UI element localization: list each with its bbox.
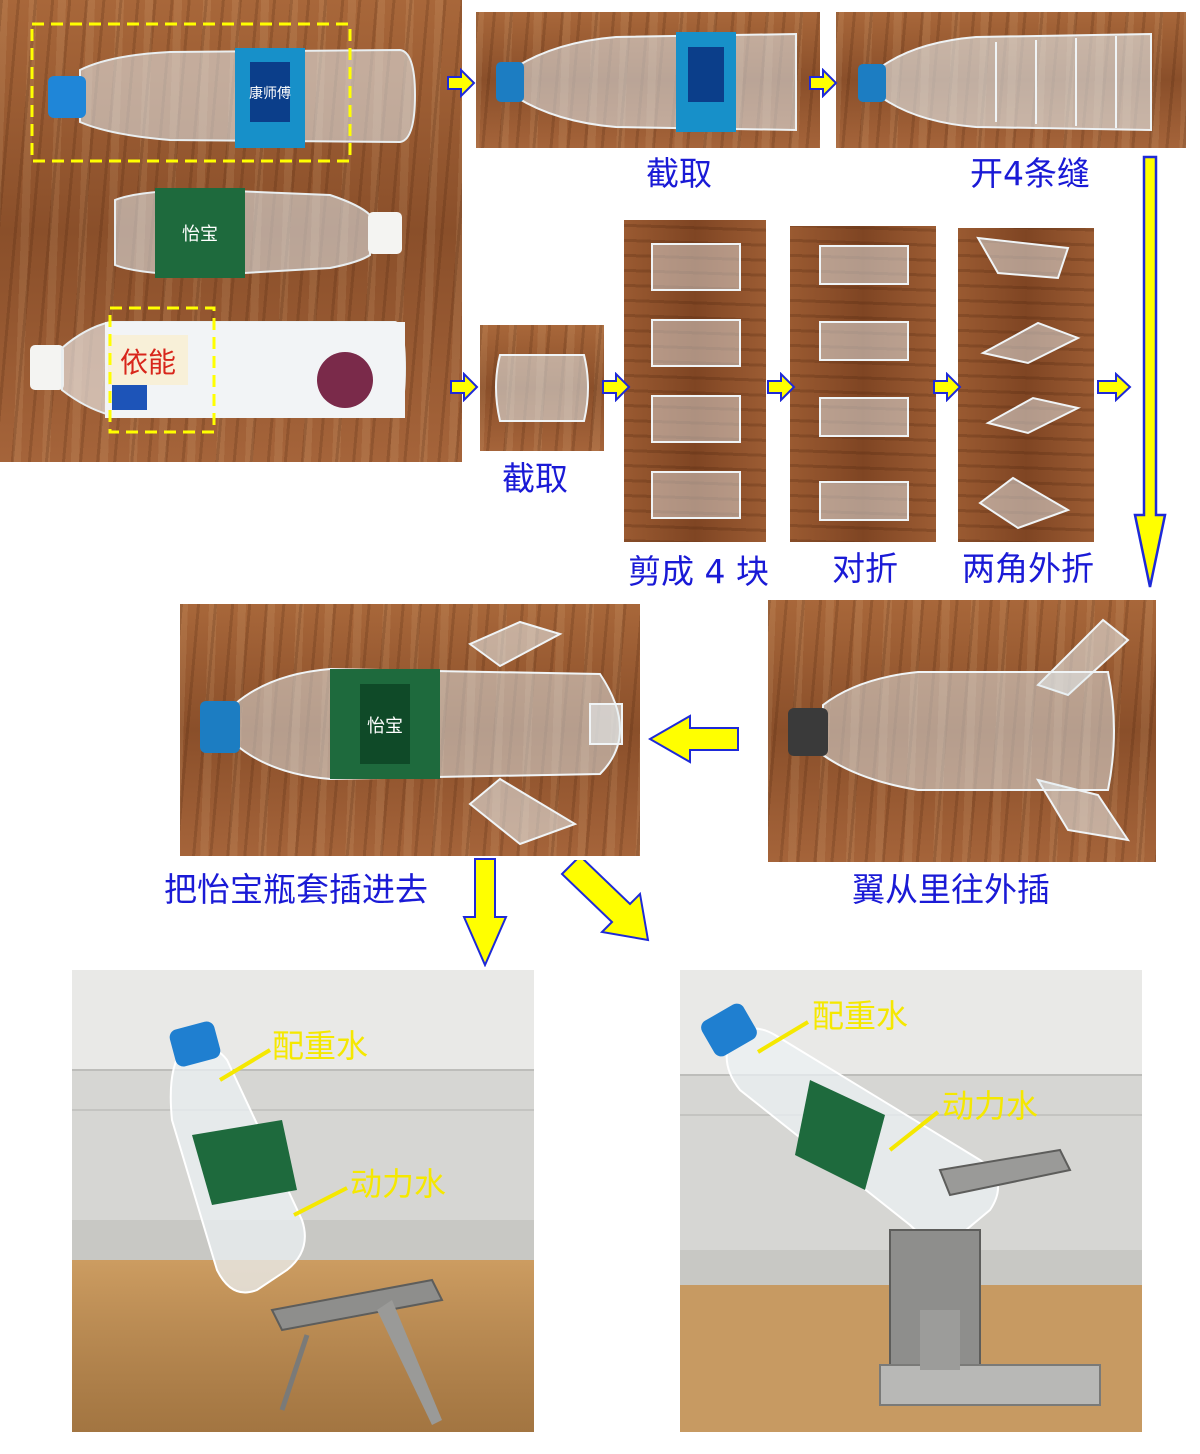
bottles-illustration: 康师傅 怡宝 依能 <box>30 22 417 434</box>
arrow-diagonal-icon <box>560 860 650 942</box>
photo-yibao-rocket: 怡宝 <box>180 604 640 856</box>
label-cut-ring: 截取 <box>502 459 568 498</box>
arrow-right-icon <box>809 68 838 98</box>
arrow-right-icon <box>450 372 479 402</box>
arrow-down-icon <box>462 858 508 967</box>
yineng-label: 依能 <box>120 346 176 379</box>
arrow-right-icon <box>1097 372 1132 402</box>
callout-left-power: 动力水 <box>350 1165 447 1203</box>
photo-four-slits <box>836 12 1186 148</box>
arrow-right-icon <box>933 372 962 402</box>
label-cut-four: 剪成 4 块 <box>628 552 769 591</box>
yibao-rocket-label: 怡宝 <box>367 716 403 737</box>
callout-lines-right <box>756 1020 940 1152</box>
arrow-right-icon <box>447 68 476 98</box>
photo-fold-half <box>790 226 936 542</box>
label-insert-wings: 翼从里往外插 <box>852 870 1050 909</box>
callout-right-power: 动力水 <box>942 1087 1039 1125</box>
photo-fold-corners <box>958 228 1094 542</box>
photo-four-pieces <box>624 220 766 542</box>
kangshifu-bottle: 康师傅 <box>48 48 417 148</box>
photo-cut-ring <box>480 325 604 451</box>
label-sleeve-bottle: 把怡宝瓶套插进去 <box>164 870 428 909</box>
yibao-bottle: 怡宝 <box>114 188 402 278</box>
label-fold-corners: 两角外折 <box>962 549 1094 588</box>
arrow-left-icon <box>648 714 739 764</box>
photo-wings-inserted <box>768 600 1156 862</box>
label-cut-top: 截取 <box>646 154 712 193</box>
callout-left-ballast: 配重水 <box>272 1027 369 1065</box>
kangshifu-label: 康师傅 <box>249 85 291 102</box>
callout-lines-left <box>218 1048 348 1217</box>
photo-cut-bottle <box>476 12 820 148</box>
yineng-bottle: 依能 <box>30 321 407 418</box>
dashed-frame-top <box>30 22 352 163</box>
photo-three-bottles: 康师傅 怡宝 依能 <box>0 0 462 462</box>
arrow-right-icon <box>602 372 631 402</box>
photo-launcher-left: 配重水 动力水 <box>72 970 534 1432</box>
photo-launcher-right: 配重水 动力水 <box>680 970 1142 1432</box>
arrow-right-icon <box>767 372 796 402</box>
callout-right-ballast: 配重水 <box>812 997 909 1035</box>
yibao-label: 怡宝 <box>182 224 218 245</box>
arrow-down-icon <box>1133 155 1167 588</box>
label-fold-half: 对折 <box>832 549 898 588</box>
label-four-slits: 开4条缝 <box>970 154 1090 193</box>
